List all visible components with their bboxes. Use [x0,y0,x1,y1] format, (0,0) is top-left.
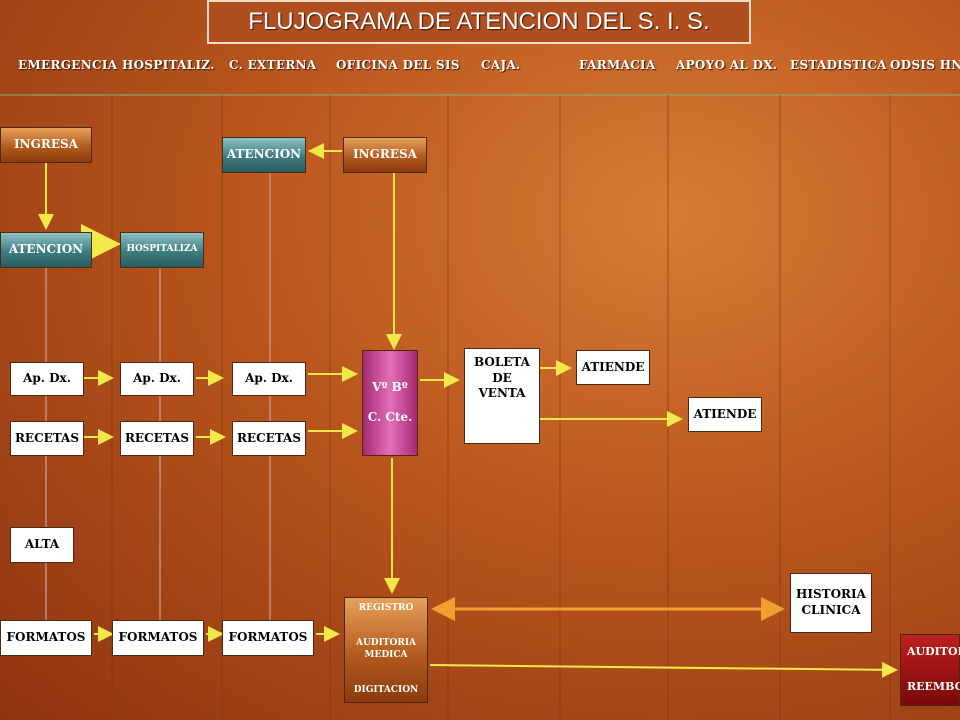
boleta-line-3: VENTA [478,386,526,401]
box-emergencia-recetas: RECETAS [10,421,84,456]
yellow-arrows [38,143,898,678]
box-ce-apdx: Ap. Dx. [232,362,306,396]
box-boleta-venta: BOLETA DE VENTA [464,348,540,444]
historia-line-1: HISTORIA [796,587,866,602]
column-header-hospitalizacion: HOSPITALIZ. [122,58,215,72]
visto-bueno-label: Vº Bº [372,380,408,395]
box-emergencia-formatos: FORMATOS [0,620,92,656]
box-historia-clinica: HISTORIA CLINICA [790,573,872,633]
box-hosp-recetas: RECETAS [120,421,194,456]
column-header-apoyo-dx: APOYO AL DX. [676,58,778,72]
column-header-farmacia: FARMACIA [579,58,656,72]
reembolso-label: REEMBO [907,680,960,694]
digitacion-label: DIGITACION [353,685,419,696]
box-apoyo-atiende: ATIENDE [688,397,762,432]
box-emergencia-apdx: Ap. Dx. [10,362,84,396]
column-header-estadistica: ESTADISTICA [790,58,887,72]
column-header-consulta-externa: C. EXTERNA [229,58,317,72]
column-dividers [111,95,891,720]
box-visto-bueno: Vº Bº C. Cte. [362,350,418,456]
box-alta: ALTA [10,527,74,563]
box-farmacia-atiende: ATIENDE [576,350,650,385]
medica-label: MEDICA [364,650,408,660]
visto-bueno-cte-label: C. Cte. [367,410,413,424]
auditoria-label: AUDITORIA [355,638,417,649]
box-hosp-formatos: FORMATOS [112,620,204,656]
box-consulta-atencion: ATENCION [222,137,306,173]
column-header-emergencia: EMERGENCIA [18,58,118,72]
box-ce-formatos: FORMATOS [222,620,314,656]
box-registro-auditoria: REGISTRO AUDITORIA MEDICA DIGITACION [344,597,428,703]
column-header-caja: CAJA. [481,58,521,72]
box-sis-ingresa: INGRESA [343,137,427,173]
box-hosp-apdx: Ap. Dx. [120,362,194,396]
auditor-label: AUDITOR [907,645,960,659]
boleta-line-1: BOLETA [474,355,530,369]
page-title: FLUJOGRAMA DE ATENCION DEL S. I. S. [207,0,751,44]
box-emergencia-atencion: ATENCION [0,232,92,268]
column-header-oficina-sis: OFICINA DEL SIS [336,58,460,72]
box-emergencia-ingresa: INGRESA [0,127,92,163]
box-hospitaliza: HOSPITALIZA [120,232,204,268]
box-auditor-reembolso: AUDITOR REEMBO [900,634,960,706]
registro-label: REGISTRO [358,603,414,613]
boleta-line-2: DE [492,370,512,385]
historia-line-2: CLINICA [801,603,861,617]
box-ce-recetas: RECETAS [232,421,306,456]
column-header-odsis: ODSIS HNE [890,58,960,72]
